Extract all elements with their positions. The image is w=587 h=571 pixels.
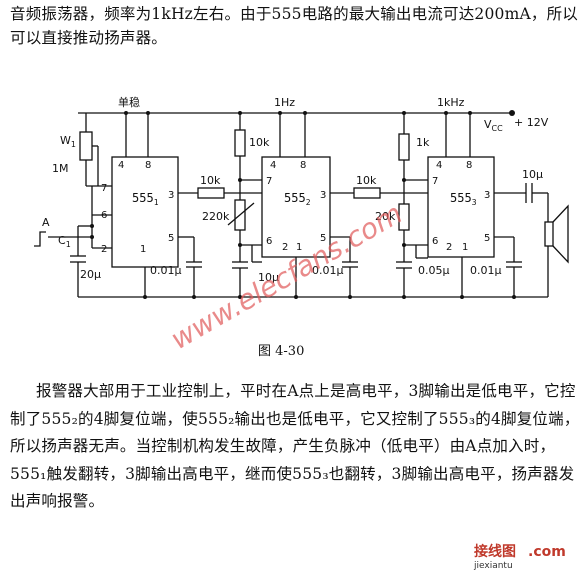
label-10k-c: 10k [356,174,377,187]
chip2-label: 5552 [284,191,311,207]
label-1k: 1k [416,136,430,149]
chip3-pin2: 2 [446,242,452,253]
chip2-pin8: 8 [300,160,306,171]
chip1-pin6: 6 [101,210,107,221]
chip1-label: 5551 [132,191,159,207]
chip3-pin3: 3 [484,190,490,201]
chip1-pin4: 4 [118,160,124,171]
brand-site: jiexiantu [473,561,513,571]
chip2-pin2: 2 [282,242,288,253]
label-1m: 1M [52,162,69,175]
brand-domain: .com [528,544,566,560]
label-c001-a: 0.01μ [150,264,182,277]
chip3-label: 5553 [450,191,477,207]
label-c001-b: 0.01μ [312,264,344,277]
chip2-pin4: 4 [270,160,276,171]
chip2-pin5: 5 [320,233,326,244]
label-vcc-value: + 12V [514,116,549,129]
chip2-pin1: 1 [296,242,302,253]
label-c005: 0.05μ [418,264,450,277]
description-paragraph: 报警器大部用于工业控制上，平时在A点上是高电平，3脚输出是低电平，它控制了555… [10,382,580,510]
label-10k-a: 10k [200,174,221,187]
chip3-pin7: 7 [432,176,438,187]
label-mono: 单稳 [118,95,140,109]
label-c001-c: 0.01μ [470,264,502,277]
chip2-pin6: 6 [266,236,272,247]
chip1-pin5: 5 [168,233,174,244]
chip3-pin4: 4 [436,160,442,171]
chip2-pin7: 7 [266,176,272,187]
chip3-pin5: 5 [484,233,490,244]
label-1hz: 1Hz [274,96,295,109]
figure-caption: 图 4-30 [258,344,304,359]
label-20u: 20μ [80,268,101,281]
chip1-pin8: 8 [145,160,151,171]
label-20k: 20k [375,210,396,223]
label-10u-b: 10μ [522,168,543,181]
chip1-pin2: 2 [101,244,107,255]
label-c1: C1 [58,234,71,249]
chip3-pin1: 1 [462,242,468,253]
chip1-pin1: 1 [140,244,146,255]
label-point-a: A [42,216,50,229]
chip3-pin6: 6 [432,236,438,247]
label-10k-b: 10k [249,136,270,149]
chip2-pin3: 3 [320,190,326,201]
chip3-pin8: 8 [466,160,472,171]
label-vcc: VCC [484,118,503,133]
label-w1: W1 [60,134,76,149]
chip1-pin3: 3 [168,190,174,201]
label-220k: 220k [202,210,230,223]
chip-555-3 [427,156,495,258]
label-10u-a: 10μ [258,271,279,284]
brand-logo: 接线图 [474,543,516,560]
intro-paragraph: 音频振荡器，频率为1kHz左右。由于555电路的最大输出电流可达200mA，所以… [10,5,578,47]
label-1khz: 1kHz [437,96,465,109]
chip1-pin7: 7 [101,183,107,194]
